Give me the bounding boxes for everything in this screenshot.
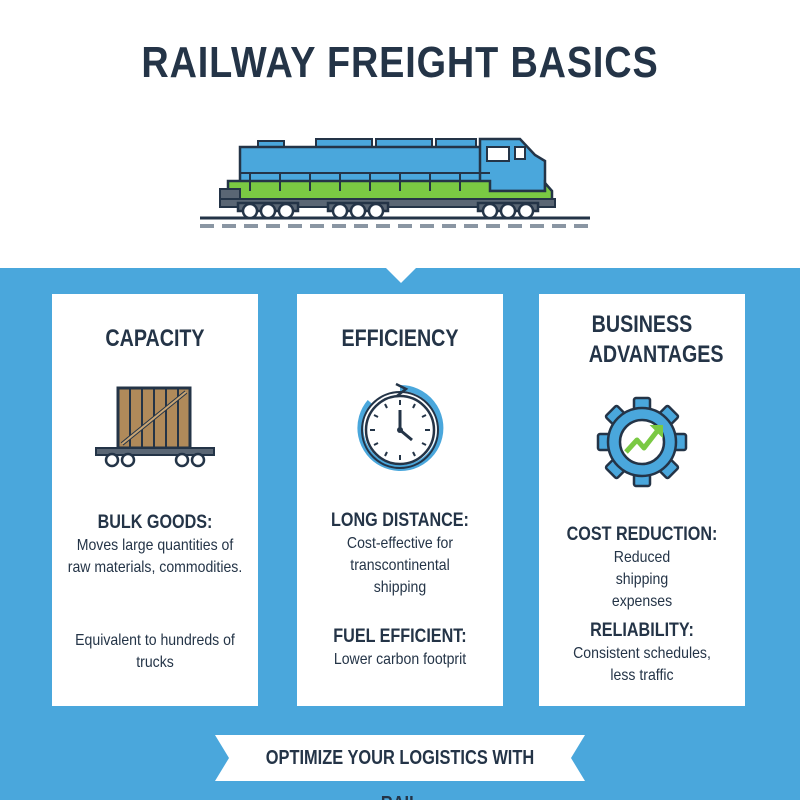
feature-heading: BULK GOODS: bbox=[97, 512, 213, 533]
feature-heading: FUEL EFFICIENT: bbox=[333, 626, 467, 647]
business-advantages-card: BUSINESS ADVANTAGES COST bbox=[539, 294, 745, 706]
section-pointer bbox=[385, 267, 417, 283]
card-title: EFFICIENCY bbox=[341, 325, 459, 352]
feature-text: Equivalent to hundreds of trucks bbox=[75, 632, 235, 671]
feature-text: Cost-effective for transcontinental ship… bbox=[346, 535, 454, 596]
feature-heading: RELIABILITY: bbox=[590, 620, 694, 641]
feature-heading: LONG DISTANCE: bbox=[331, 510, 469, 531]
feature-text: Consistent schedules, less traffic bbox=[573, 645, 711, 684]
capacity-card: CAPACITY BULK GOODS: Moves large quantit… bbox=[52, 294, 258, 706]
crate-on-flatcar-icon bbox=[52, 382, 258, 472]
page-title: RAILWAY FREIGHT BASICS bbox=[141, 38, 659, 87]
card-title: BUSINESS ADVANTAGES bbox=[588, 311, 724, 368]
efficiency-card: EFFICIENCY LONG DISTANCE: Cost-effective… bbox=[297, 294, 503, 706]
clock-icon bbox=[297, 380, 503, 476]
gear-growth-icon bbox=[539, 394, 745, 490]
feature-text: Lower carbon footprit bbox=[333, 651, 467, 668]
call-to-action-banner: OPTIMIZE YOUR LOGISTICS WITH RAIL bbox=[215, 735, 585, 800]
banner-text: OPTIMIZE YOUR LOGISTICS WITH RAIL bbox=[265, 747, 535, 800]
card-title: CAPACITY bbox=[105, 325, 205, 352]
feature-text: Moves large quantities of raw materials,… bbox=[67, 537, 243, 576]
feature-text: Reduced shipping expenses bbox=[611, 549, 673, 610]
feature-heading: COST REDUCTION: bbox=[566, 524, 718, 545]
locomotive-icon bbox=[190, 125, 610, 240]
